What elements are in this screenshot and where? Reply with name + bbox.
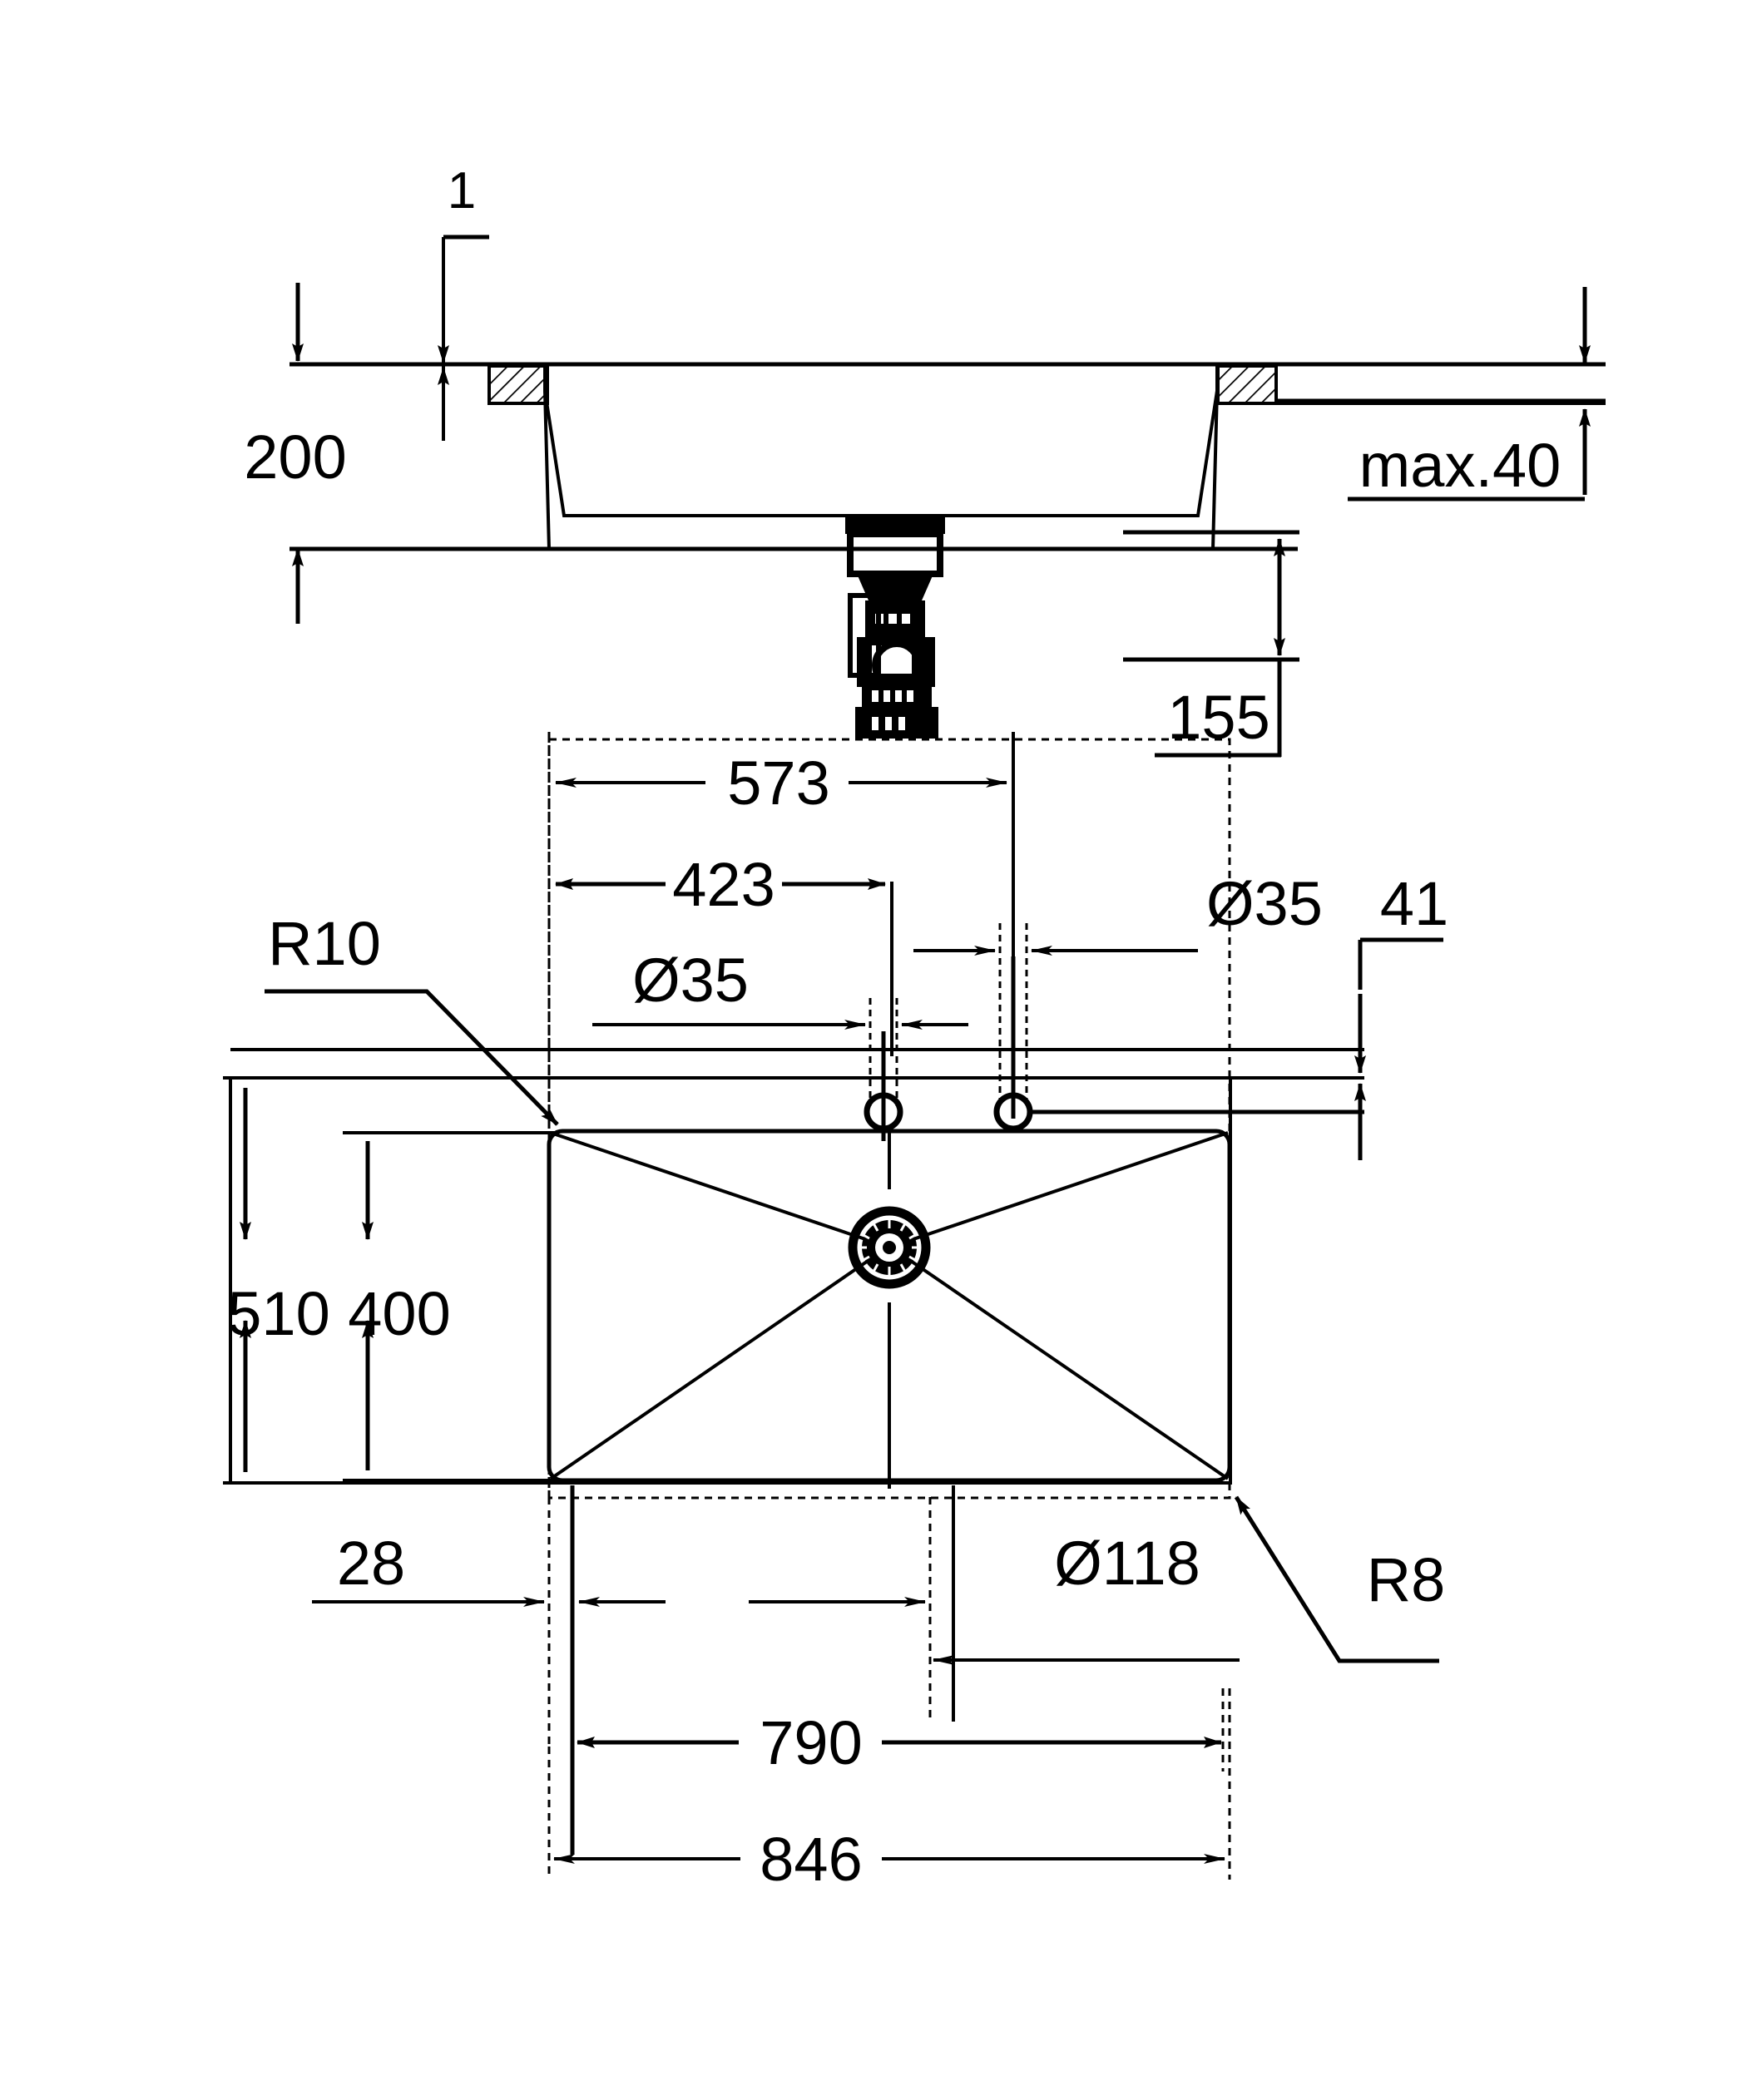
dim-label-573: 573 [727,749,829,818]
dimension-R8: R8 [1234,1495,1446,1663]
dimension-d118: Ø118 [749,1485,1240,1722]
waste-fitting-assembly [845,516,945,739]
dimension-depth-200: 200 [244,283,1298,624]
dimension-423: 423 [555,850,893,1056]
dim-R10-leader [265,989,559,1126]
worktop-cutout-outline [547,738,1231,1500]
dim-label-d118: Ø118 [1054,1529,1200,1598]
sink-section-outline [543,364,1219,517]
dimension-28: 28 [312,1485,666,1855]
dimension-400: 400 [343,1131,559,1482]
sink-bowl-wall-left [543,390,551,550]
dimension-790: 790 [577,1688,1225,1777]
tap-hole-right [993,923,1364,1132]
dim-label-423: 423 [672,850,775,919]
drain-strainer [848,1206,931,1289]
dim-label-510: 510 [227,1279,329,1348]
dim-label-155: 155 [1167,683,1269,752]
dim-label-R8: R8 [1367,1545,1446,1614]
dim-label-1: 1 [448,162,476,220]
dimension-41: 41 [1354,869,1448,1160]
plan-view-group: 573 423 Ø35 Ø35 4 [223,732,1448,1894]
sink-bowl-wall-right [1211,390,1219,550]
dimension-d35-left: Ø35 [592,946,968,1030]
dimension-worktop-max40: max.40 [1348,287,1591,502]
section-view-group: 1 200 max.40 [244,162,1606,758]
dim-label-d35-right: Ø35 [1206,869,1323,938]
dim-label-846: 846 [760,1825,862,1894]
dim-R8-leader [1234,1495,1439,1663]
dimension-510: 510 [223,1076,549,1485]
dimension-waste-155: 155 [1123,530,1299,758]
dim-label-790: 790 [760,1708,862,1777]
bowl-slope-lines [549,1131,1230,1489]
dim-label-28: 28 [337,1529,405,1598]
dim-label-d35-left: Ø35 [632,946,749,1015]
dim-label-200: 200 [244,422,346,492]
sealant-block-left [487,364,549,405]
dimension-d35-right: Ø35 [913,869,1323,956]
dim-label-max40: max.40 [1359,431,1561,500]
dimension-846: 846 [547,1688,1231,1894]
dim-label-400: 400 [348,1279,450,1348]
tap-hole-left [864,998,903,1141]
dim-label-R10: R10 [268,909,381,978]
sealant-block-right [1216,364,1278,405]
dimension-R10: R10 [265,909,559,1126]
dimension-thickness-1: 1 [438,162,489,441]
dim-label-41: 41 [1380,869,1448,938]
dimension-573: 573 [547,732,1015,1497]
